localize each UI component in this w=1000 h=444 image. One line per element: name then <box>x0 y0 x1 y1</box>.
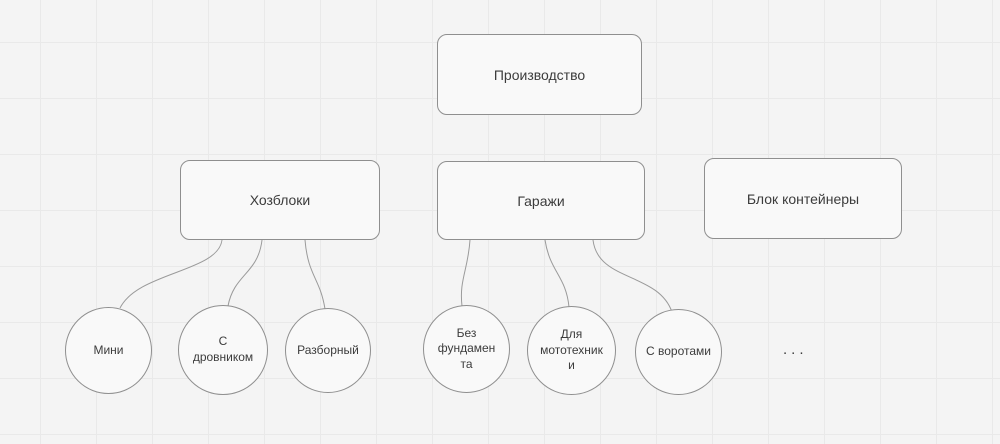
leaf-node-mini[interactable]: Мини <box>65 307 152 394</box>
ellipsis-text[interactable]: ... <box>783 341 808 358</box>
node-label: Гаражи <box>517 192 565 209</box>
edge-garazhi-bezfundamenta <box>460 239 471 307</box>
node-label: Хозблоки <box>249 192 311 208</box>
node-label: С воротами <box>646 344 711 359</box>
node-label: Блок контейнеры <box>746 190 860 207</box>
edge-hozbloki-razborny <box>304 239 326 310</box>
leaf-node-bez-fundamenta[interactable]: Без фундамента <box>423 305 510 393</box>
branch-node-hozbloki[interactable]: Хозблоки <box>180 160 380 240</box>
node-label: С дровником <box>192 334 254 364</box>
edge-hozbloki-drovnik <box>227 239 263 307</box>
edge-garazhi-vorota <box>592 239 673 313</box>
node-label: Для мототехники <box>540 327 603 373</box>
root-node-proizvodstvo[interactable]: Производство <box>437 34 642 115</box>
leaf-node-dlya-mototehniki[interactable]: Для мототехники <box>527 306 616 395</box>
node-label: Без фундамента <box>437 325 496 371</box>
leaf-node-s-drovnikom[interactable]: С дровником <box>178 305 268 395</box>
edge-hozbloki-mini <box>119 239 223 309</box>
branch-node-blok-konteynery[interactable]: Блок контейнеры <box>704 158 902 239</box>
leaf-node-s-vorotami[interactable]: С воротами <box>635 309 722 395</box>
edge-garazhi-mototehnika <box>544 239 570 308</box>
branch-node-garazhi[interactable]: Гаражи <box>437 161 645 240</box>
node-label: Разборный <box>297 342 359 357</box>
node-label: Мини <box>93 342 124 357</box>
node-label: Производство <box>493 66 586 83</box>
leaf-node-razborny[interactable]: Разборный <box>285 308 371 393</box>
